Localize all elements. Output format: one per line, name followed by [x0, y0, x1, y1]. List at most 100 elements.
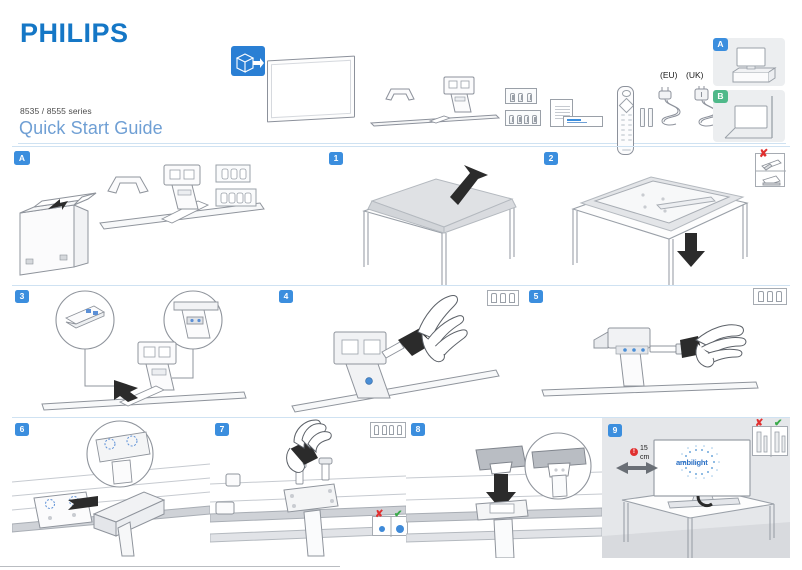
cross-mark: ✘: [755, 418, 764, 429]
step-2-warning-icon: ✘: [755, 148, 786, 187]
screw-icon: [374, 425, 380, 435]
title-divider: [18, 143, 786, 144]
screw-icon: [396, 425, 402, 435]
step-3-badge: 3: [15, 290, 29, 303]
step-1-badge: 1: [329, 152, 343, 165]
text-line: [555, 115, 570, 116]
part-screw-bag-4: [505, 110, 541, 126]
part-power-cord-eu: [656, 83, 688, 127]
remote-button: [621, 139, 625, 141]
screw-icon: [381, 425, 387, 435]
footer-divider: [0, 566, 340, 567]
step-9-placement-check-icon: ✘ ✔: [752, 418, 788, 457]
step-row-3: 6: [12, 418, 790, 558]
option-b-thumbnail: B: [713, 90, 785, 142]
remote-dpad: [618, 97, 633, 114]
step-2-cell: 2 ✘: [539, 147, 790, 285]
remote-button: [628, 129, 632, 131]
card-accent-line: [567, 119, 581, 121]
step-5-badge: 5: [529, 290, 543, 303]
remote-speaker-icon: [622, 90, 631, 97]
check-mark: ✔: [774, 418, 783, 429]
screw-icon: [509, 93, 515, 102]
option-a-thumbnail: A: [713, 38, 785, 86]
step-row-1: A: [12, 147, 790, 285]
page-title: Quick Start Guide: [19, 118, 163, 138]
screw-icon: [776, 291, 783, 302]
screw-icon: [527, 93, 533, 102]
step-8-cell: 8: [406, 418, 602, 558]
text-line: [555, 109, 570, 110]
remote-button: [628, 119, 632, 121]
part-battery: [640, 108, 645, 127]
part-screw-bag-3: [505, 88, 537, 104]
unpack-box-icon: [231, 46, 265, 76]
step-5-cell: 5: [524, 286, 790, 417]
part-remote-control: [617, 86, 634, 155]
remote-button: [628, 134, 632, 136]
check-mark: ✔: [394, 509, 403, 520]
remote-button: [621, 129, 625, 131]
option-b-badge: B: [713, 90, 728, 103]
step-6-cell: 6: [12, 418, 210, 558]
remote-button: [621, 124, 625, 126]
step-4-cell: 4: [274, 286, 524, 417]
step-2-badge: 2: [544, 152, 558, 165]
screw-icon: [499, 293, 506, 303]
step-3-cell: 3: [12, 286, 274, 417]
cross-mark: ✘: [759, 148, 769, 160]
screw-icon: [508, 293, 515, 303]
part-stand-base-bar: [369, 112, 501, 128]
clearance-value: 15: [640, 445, 648, 452]
step-7-tightness-check-icon: ✘ ✔: [372, 509, 408, 537]
screw-icon: [491, 293, 498, 303]
part-warranty-card: [563, 116, 603, 127]
step-8-badge: 8: [411, 423, 425, 436]
step-1-cell: 1: [324, 147, 539, 285]
screw-icon: [518, 93, 524, 102]
tv-screen-area: [271, 59, 351, 119]
row-2-top-divider: [12, 285, 790, 286]
screw-icon: [509, 115, 515, 124]
screw-icon: [766, 291, 773, 302]
step-6-badge: 6: [15, 423, 29, 436]
screw-icon: [516, 115, 522, 124]
series-label: 8535 / 8555 series: [20, 106, 92, 116]
screw-icon: [524, 115, 530, 124]
philips-logo: PHILIPS: [20, 18, 129, 48]
row-3-top-divider: [12, 417, 790, 418]
header: PHILIPS 8535 / 8555 series Quick Start G…: [0, 0, 802, 155]
section-a-cell: A: [12, 147, 324, 285]
remote-brand-strip: [622, 149, 631, 151]
step-7-cell: 7: [210, 418, 408, 558]
screw-icon: [389, 425, 395, 435]
text-line: [555, 106, 570, 107]
ambilight-logo: ambilight: [676, 458, 708, 467]
step-4-badge: 4: [279, 290, 293, 303]
step-5-screw-bag-icon-right: [753, 288, 787, 305]
remote-button: [628, 114, 632, 116]
step-5-screw-bag-icon: [487, 290, 519, 306]
section-a-badge: A: [14, 151, 30, 165]
text-line: [555, 118, 566, 119]
part-stand-neck: [441, 76, 477, 114]
cross-mark: ✘: [375, 509, 384, 520]
step-7-screw-bag-icon: [370, 422, 406, 438]
part-tv-panel: [267, 55, 355, 123]
step-9-cell: 9: [602, 418, 790, 558]
remote-button: [621, 119, 625, 121]
step-row-2: 3: [12, 286, 790, 417]
screw-icon: [531, 115, 537, 124]
option-a-badge: A: [713, 38, 728, 51]
screw-icon: [757, 291, 764, 302]
remote-button: [621, 114, 625, 116]
step-9-badge: 9: [608, 424, 622, 437]
cable-label-eu: (EU): [660, 70, 678, 80]
remote-button: [628, 124, 632, 126]
part-battery: [648, 108, 653, 127]
warning-badge: !: [630, 448, 638, 456]
row-1-top-divider: [12, 146, 790, 147]
remote-button: [621, 134, 625, 136]
text-line: [555, 112, 570, 113]
